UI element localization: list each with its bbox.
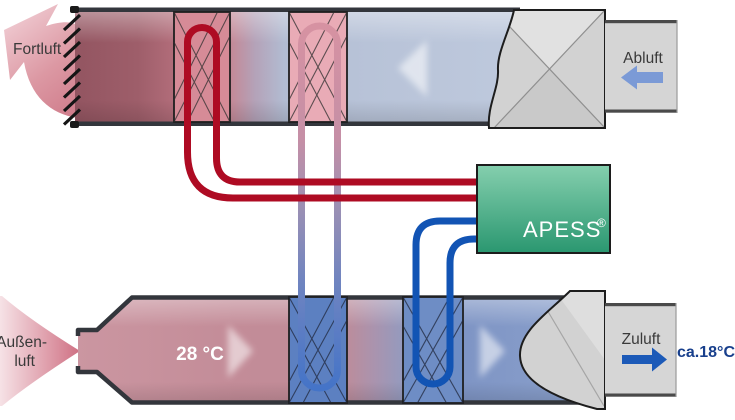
aussenluft-label-line1: Außen- [0, 334, 47, 351]
duct-corner-cap [70, 121, 79, 128]
fortluft-arrow [4, 4, 78, 118]
airflow-arrow-right [480, 325, 505, 378]
aussenluft-arrow [0, 296, 80, 406]
airflow-arrow-right [228, 325, 253, 378]
zuluft-label: Zuluft [622, 331, 661, 348]
exhaust-louver-hatching [62, 13, 82, 126]
runaround-loop-pipe [298, 22, 341, 392]
apess-unit: APESS ® [476, 164, 611, 254]
outside-air-temperature: 28 °C [176, 344, 224, 365]
zuluft-duct [605, 303, 677, 397]
aussenluft-label-line2: luft [14, 353, 35, 370]
apess-label: APESS [523, 217, 601, 242]
zuluft-arrow [622, 347, 667, 372]
extract-fan-section [487, 9, 606, 129]
airflow-arrow-left [398, 40, 427, 97]
abluft-duct [605, 20, 678, 113]
fortluft-label: Fortluft [13, 41, 62, 58]
abluft-label: Abluft [623, 50, 663, 67]
apess-registered-mark: ® [597, 216, 606, 230]
apess-box [476, 164, 611, 254]
abluft-arrow [621, 65, 663, 90]
hot-pipe-circuit [184, 24, 480, 202]
supply-air-temperature: ca.18°C [677, 344, 735, 361]
extract-duct-border-top [73, 7, 520, 12]
duct-corner-cap [70, 6, 79, 13]
extract-duct-border-bottom [73, 121, 520, 126]
cold-pipe-circuit [412, 217, 480, 388]
